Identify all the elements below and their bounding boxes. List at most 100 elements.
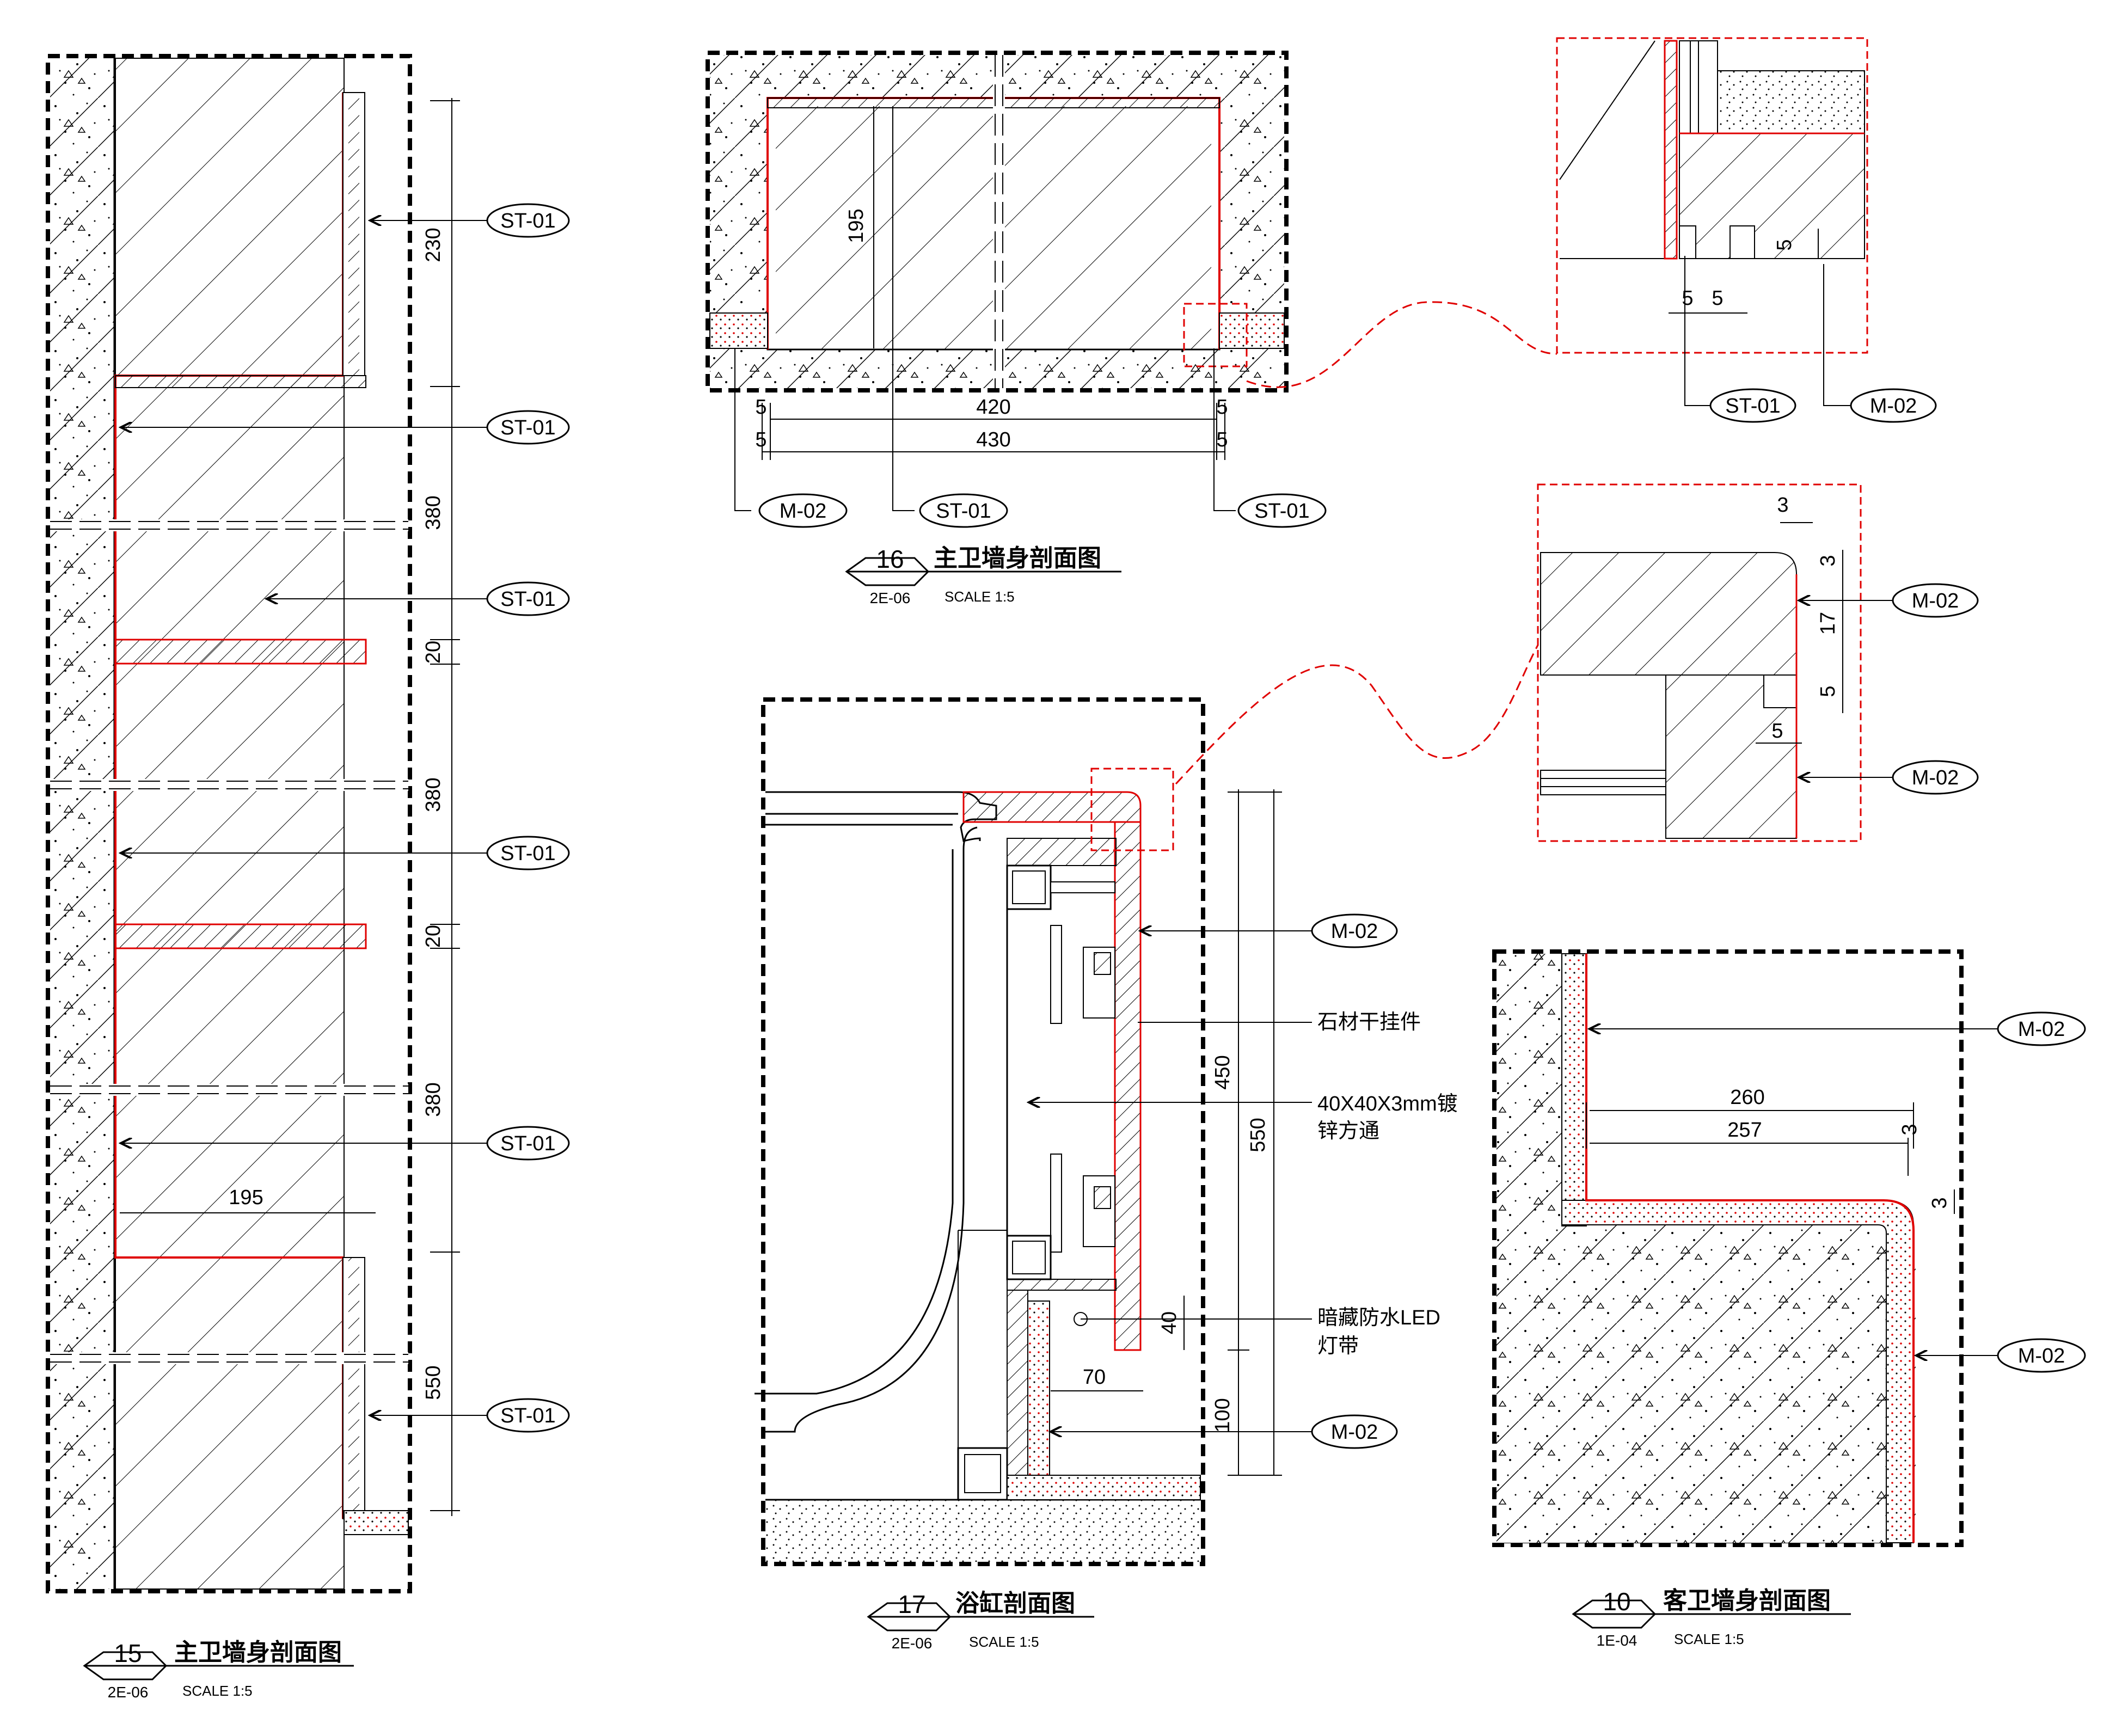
st01-tag-4: ST-01: [486, 836, 570, 870]
dim-550: 550: [422, 1365, 445, 1400]
note-tube-1: 40X40X3mm镀: [1317, 1093, 1458, 1115]
svg-text:5: 5: [1817, 685, 1839, 697]
dim-550-b: 550: [1247, 1118, 1269, 1152]
svg-text:M-02: M-02: [2018, 1345, 2065, 1367]
svg-text:3: 3: [1777, 494, 1788, 517]
svg-text:客卫墙身剖面图: 客卫墙身剖面图: [1663, 1587, 1831, 1614]
svg-text:ST-01: ST-01: [500, 588, 555, 611]
svg-text:5: 5: [1216, 428, 1228, 451]
section-10: 260 257 3 3 M-02 M-02 10 1E-04 客卫墙身剖面图 S…: [1492, 949, 2086, 1649]
dim-257: 257: [1727, 1119, 1762, 1142]
section-17: 450 550 100 40 70 M-02 M-02 石材干挂件 40X40X…: [755, 697, 1458, 1652]
svg-text:M-02: M-02: [780, 500, 827, 523]
title-17: 17 2E-06 浴缸剖面图 SCALE 1:5: [867, 1590, 1094, 1652]
svg-text:ST-01: ST-01: [500, 1132, 555, 1155]
svg-text:3: 3: [1898, 1124, 1921, 1135]
svg-text:M-02: M-02: [1912, 766, 1959, 789]
note-led-2: 灯带: [1317, 1335, 1359, 1358]
st01-tag-d1: ST-01: [1709, 388, 1796, 423]
detail-2: 3 3 17 5 5 M-02 M-02: [1537, 483, 1979, 842]
svg-text:ST-01: ST-01: [1254, 500, 1309, 523]
st01-tag-16b: ST-01: [1237, 493, 1327, 528]
stone-cladding: [115, 58, 344, 1589]
svg-text:ST-01: ST-01: [500, 1404, 555, 1427]
m02-tag-d1: M-02: [1850, 388, 1937, 423]
st01-tag-16a: ST-01: [919, 493, 1008, 528]
svg-text:17: 17: [1817, 612, 1839, 635]
dim-20-a: 20: [422, 641, 445, 664]
section-17-frame: [761, 697, 1205, 1566]
svg-text:主卫墙身剖面图: 主卫墙身剖面图: [934, 545, 1101, 572]
svg-text:17: 17: [898, 1590, 925, 1618]
svg-text:5: 5: [1682, 287, 1693, 310]
st01-tag-1: ST-01: [486, 203, 570, 238]
st01-tag-3: ST-01: [486, 581, 570, 616]
dim-380-b: 380: [422, 777, 445, 812]
detail-leader-1: [1246, 301, 1557, 388]
svg-text:ST-01: ST-01: [500, 210, 555, 232]
svg-text:ST-01: ST-01: [500, 842, 555, 865]
note-led-1: 暗藏防水LED: [1317, 1306, 1440, 1329]
svg-text:SCALE 1:5: SCALE 1:5: [182, 1683, 253, 1699]
svg-text:SCALE 1:5: SCALE 1:5: [1674, 1631, 1744, 1647]
dim-380-a: 380: [422, 495, 445, 530]
st01-tag-2: ST-01: [486, 410, 570, 445]
svg-text:ST-01: ST-01: [1725, 395, 1780, 418]
svg-text:15: 15: [114, 1639, 142, 1667]
note-tube-2: 锌方通: [1317, 1120, 1379, 1143]
dim-380-c: 380: [422, 1082, 445, 1117]
svg-text:M-02: M-02: [1912, 590, 1959, 612]
section-10-frame: [1492, 949, 1964, 1547]
dim-450: 450: [1211, 1055, 1234, 1089]
section-15-frame: [46, 54, 412, 1593]
section-16: 195 420 430 5 5 5 5 M-02 ST-01 ST-01 16 …: [706, 51, 1327, 606]
st01-tag-6: ST-01: [486, 1398, 570, 1433]
svg-text:5: 5: [1216, 396, 1228, 419]
dim-40: 40: [1158, 1311, 1181, 1334]
svg-text:10: 10: [1603, 1587, 1630, 1616]
m02-tag-17a: M-02: [1311, 913, 1398, 948]
svg-text:M-02: M-02: [1870, 395, 1917, 418]
title-16: 16 2E-06 主卫墙身剖面图 SCALE 1:5: [845, 545, 1121, 606]
dim-430: 430: [976, 428, 1010, 451]
m02-tag-10a: M-02: [1997, 1011, 2086, 1046]
svg-text:16: 16: [876, 545, 904, 573]
dim-195-v: 195: [845, 208, 868, 243]
svg-text:5: 5: [755, 396, 766, 419]
m02-tag-10b: M-02: [1997, 1338, 2086, 1373]
svg-text:3: 3: [1817, 555, 1839, 566]
detail-1: 5 5 5 ST-01 M-02: [1556, 37, 1937, 423]
detail-callout-box-2: [1090, 768, 1174, 851]
st01-tag-5: ST-01: [486, 1126, 570, 1161]
m02-tag-16: M-02: [758, 493, 848, 528]
svg-text:1E-04: 1E-04: [1597, 1632, 1638, 1649]
section-16-frame: [706, 51, 1289, 392]
title-15: 15 2E-06 主卫墙身剖面图 SCALE 1:5: [83, 1639, 354, 1701]
dim-420: 420: [976, 396, 1010, 419]
note-stone-bracket: 石材干挂件: [1317, 1011, 1421, 1034]
section-15: 230 380 20 380 20 380 550 195 ST-01 ST-0…: [46, 54, 570, 1701]
dim-260: 260: [1730, 1086, 1764, 1109]
dim-195: 195: [229, 1186, 263, 1209]
svg-text:M-02: M-02: [1331, 1421, 1378, 1444]
detail-leader-2: [1175, 645, 1539, 785]
dim-70: 70: [1083, 1366, 1106, 1389]
svg-text:5: 5: [1773, 239, 1796, 250]
m02-tag-17b: M-02: [1311, 1414, 1398, 1449]
m02-tag-d2a: M-02: [1892, 583, 1979, 618]
detail-callout-box: [1183, 303, 1248, 367]
svg-text:5: 5: [755, 428, 766, 451]
svg-text:2E-06: 2E-06: [892, 1635, 933, 1652]
svg-text:5: 5: [1712, 287, 1723, 310]
svg-text:ST-01: ST-01: [936, 500, 991, 523]
svg-text:M-02: M-02: [1331, 920, 1378, 943]
title-10: 10 1E-04 客卫墙身剖面图 SCALE 1:5: [1572, 1587, 1851, 1649]
concrete-wall: [50, 58, 114, 1589]
svg-text:SCALE 1:5: SCALE 1:5: [969, 1634, 1039, 1650]
dim-100: 100: [1211, 1398, 1234, 1432]
svg-text:浴缸剖面图: 浴缸剖面图: [955, 1590, 1075, 1617]
svg-text:ST-01: ST-01: [500, 416, 555, 439]
svg-text:3: 3: [1928, 1197, 1951, 1209]
svg-text:SCALE 1:5: SCALE 1:5: [945, 588, 1015, 605]
